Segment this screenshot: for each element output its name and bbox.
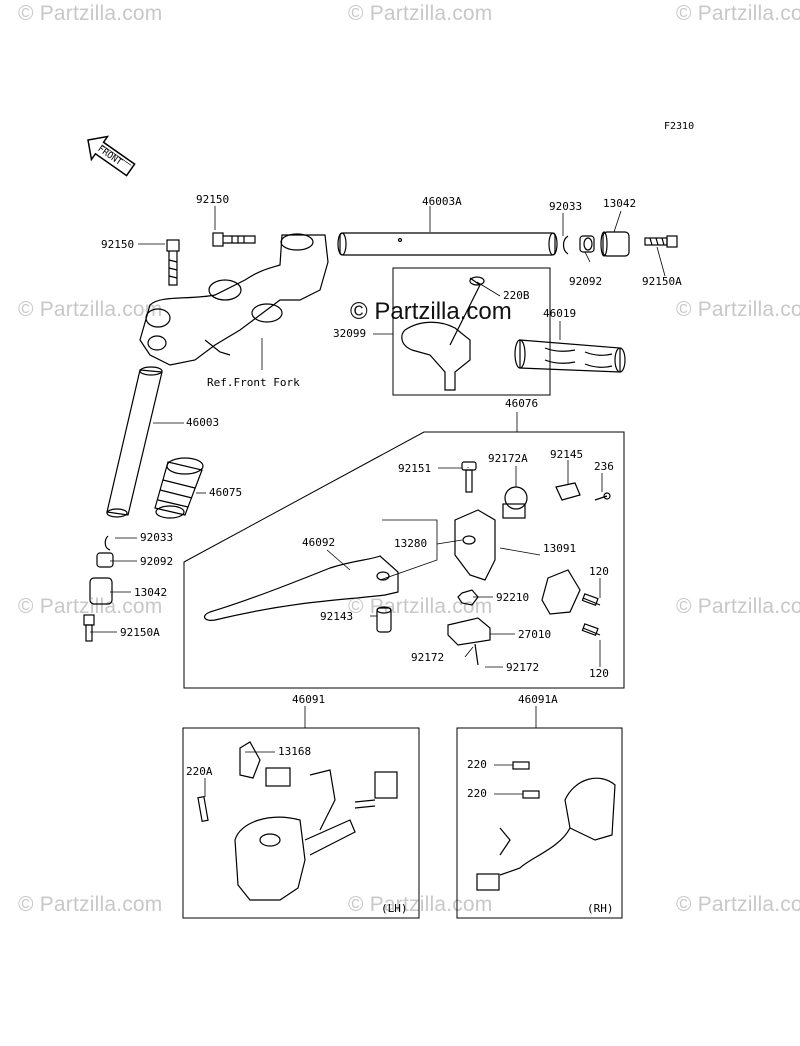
handlebar-right [337, 232, 558, 256]
watermark: © Partzilla.com [676, 2, 800, 25]
part-label: 92150 [101, 238, 135, 251]
part-label: 92143 [320, 610, 354, 623]
part-label: 46003A [422, 195, 462, 208]
bolt-92150A-top [644, 235, 678, 248]
handlebar-left [106, 366, 163, 518]
watermark: © Partzilla.com [18, 2, 163, 25]
part-label: 92150A [642, 275, 682, 288]
part-label: 13280 [394, 537, 428, 550]
part-label: 120 [589, 667, 609, 680]
part-label: 92172 [411, 651, 445, 664]
part-label: 220A [186, 765, 213, 778]
grip-46075 [154, 457, 204, 519]
adjuster-92172A [502, 486, 528, 519]
part-label: 46075 [209, 486, 243, 499]
nut-92210 [457, 589, 479, 606]
screw-220-b [522, 790, 540, 799]
part-label: 220 [467, 787, 487, 800]
part-label: 27010 [518, 628, 552, 641]
rh-box-label: (RH) [587, 902, 614, 915]
front-arrow-icon [87, 135, 136, 177]
weight-top [600, 231, 630, 257]
part-label: 13168 [278, 745, 312, 758]
part-label: 92210 [496, 591, 530, 604]
part-label: 32099 [333, 327, 367, 340]
watermark: © Partzilla.com [348, 595, 493, 618]
rh-switch-housing [476, 777, 616, 891]
collar-bottom [96, 552, 114, 568]
circlip-top [562, 235, 569, 255]
screw-220-a [512, 761, 530, 770]
part-label: 92145 [550, 448, 584, 461]
part-label: 46091 [292, 693, 326, 706]
part-label: 92150 [196, 193, 230, 206]
center-watermark: © Partzilla.com [350, 298, 512, 325]
part-label: 13042 [603, 197, 637, 210]
holder-guide [379, 519, 438, 581]
switch-27010 [447, 617, 491, 666]
part-label: 120 [589, 565, 609, 578]
screw-236 [594, 492, 611, 501]
throttle-grip [401, 276, 485, 391]
brake-lever [203, 555, 399, 621]
bolt-92150-upper [212, 232, 256, 247]
watermark: © Partzilla.com [348, 893, 493, 916]
part-label: 92172 [506, 661, 540, 674]
part-label: 46003 [186, 416, 220, 429]
ref-front-fork-label: Ref.Front Fork [207, 376, 300, 389]
part-label: 92092 [140, 555, 174, 568]
part-label: 13042 [134, 586, 168, 599]
part-label: 92151 [398, 462, 432, 475]
leader-lines [90, 206, 666, 797]
lh-box-label: (LH) [381, 902, 408, 915]
screw-120-b [581, 623, 601, 636]
part-label: 220 [467, 758, 487, 771]
bolt-92150A-bottom [83, 614, 95, 642]
top-clamp [139, 233, 329, 366]
part-label: 46019 [543, 307, 577, 320]
part-label: 13091 [543, 542, 577, 555]
screw-220A [197, 795, 209, 823]
part-label: 236 [594, 460, 614, 473]
lever-group-box [183, 431, 625, 689]
lh-cover-13168 [239, 741, 261, 779]
part-label: 92092 [569, 275, 603, 288]
bushing-92143 [376, 606, 392, 633]
watermark: © Partzilla.com [676, 595, 800, 618]
part-label: 220B [503, 289, 530, 302]
part-label: 46092 [302, 536, 336, 549]
watermark: © Partzilla.com [18, 893, 163, 916]
bolt-92151 [461, 461, 477, 493]
lh-switch-housing [234, 767, 398, 901]
circlip-bottom [104, 535, 111, 551]
lh-switch-box [182, 727, 420, 919]
watermark: © Partzilla.com [18, 298, 163, 321]
rh-switch-box [456, 727, 623, 919]
watermark: © Partzilla.com [348, 2, 493, 25]
grip-46019 [514, 339, 626, 373]
figure-code: F2310 [664, 121, 695, 132]
lever-holder [454, 509, 496, 581]
part-label: 46091A [518, 693, 558, 706]
bolt-92150-left [166, 239, 180, 286]
watermark: © Partzilla.com [676, 298, 800, 321]
clamp-13091 [541, 569, 581, 615]
part-label: 92033 [140, 531, 174, 544]
part-label: 92150A [120, 626, 160, 639]
collar-top [579, 235, 595, 253]
watermark: © Partzilla.com [18, 595, 163, 618]
part-label: 46076 [505, 397, 539, 410]
spring-92145 [555, 482, 581, 501]
screw-120-a [581, 593, 601, 606]
part-label: 92172A [488, 452, 528, 465]
watermark: © Partzilla.com [676, 893, 800, 916]
part-label: 92033 [549, 200, 583, 213]
throttle-group-box [392, 267, 551, 396]
weight-bottom [89, 577, 113, 605]
